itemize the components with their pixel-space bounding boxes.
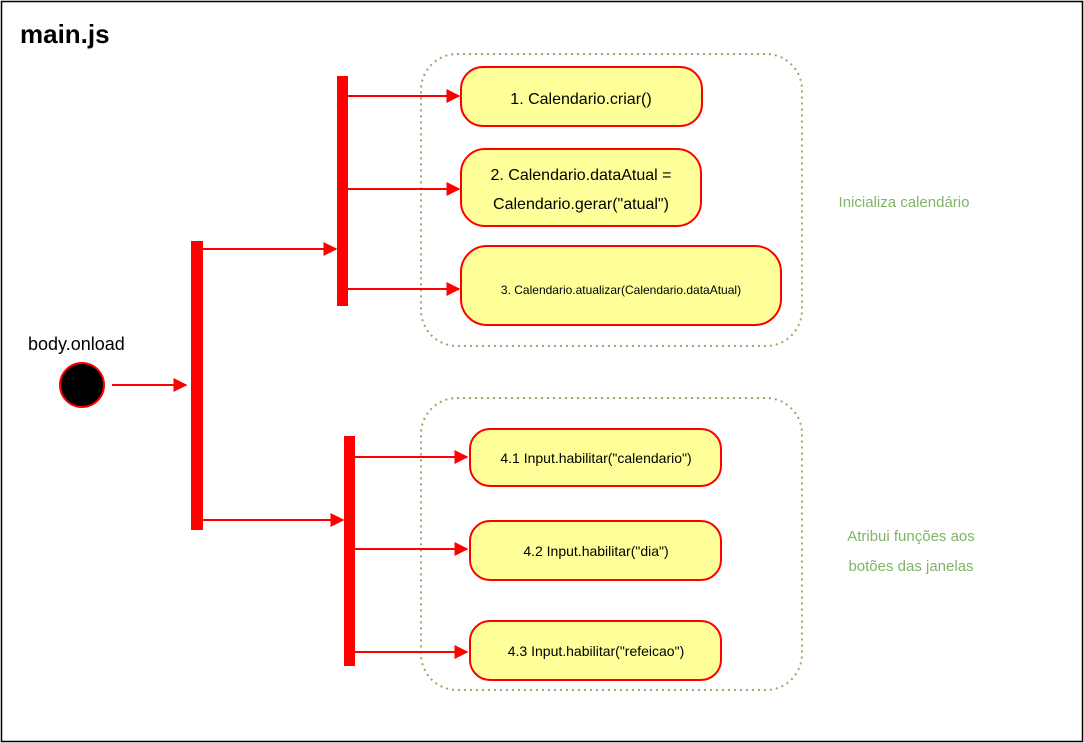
diagram-title: main.js (20, 19, 110, 49)
step-4-2-text: 4.2 Input.habilitar("dia") (523, 543, 668, 559)
group-bind-inputs (420, 397, 803, 691)
start-label: body.onload (28, 334, 125, 354)
start-node (59, 362, 105, 408)
step-2-text-line1: 2. Calendario.dataAtual = (490, 167, 671, 184)
step-4-3-node: 4.3 Input.habilitar("refeicao") (469, 620, 722, 681)
step-2-text-line2: Calendario.gerar("atual") (493, 196, 669, 213)
fork-bar-group2 (344, 436, 355, 666)
step-4-1-node: 4.1 Input.habilitar("calendario") (469, 428, 722, 487)
step-4-3-text: 4.3 Input.habilitar("refeicao") (508, 643, 684, 659)
fork-bar-group1 (337, 76, 348, 306)
group-initialize-calendar (420, 53, 803, 347)
step-3-text: 3. Calendario.atualizar(Calendario.dataA… (501, 283, 741, 297)
step-2-node: 2. Calendario.dataAtual = Calendario.ger… (460, 148, 702, 227)
step-4-2-node: 4.2 Input.habilitar("dia") (469, 520, 722, 581)
group2-label-line2: botões das janelas (848, 558, 973, 575)
group1-label: Inicializa calendário (839, 194, 970, 211)
step-1-text: 1. Calendario.criar() (510, 91, 651, 108)
step-1-node: 1. Calendario.criar() (460, 66, 703, 127)
group2-label-line1: Atribui funções aos (847, 528, 975, 545)
main-fork-bar (191, 241, 203, 530)
step-3-node: 3. Calendario.atualizar(Calendario.dataA… (460, 245, 782, 326)
step-4-1-text: 4.1 Input.habilitar("calendario") (500, 450, 691, 466)
